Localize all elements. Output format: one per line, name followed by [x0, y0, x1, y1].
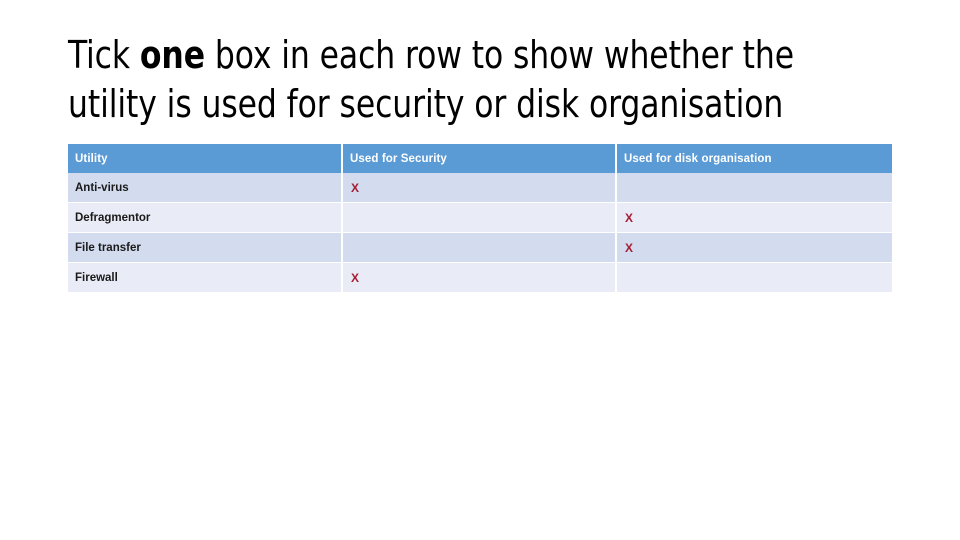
column-header-utility: Utility: [68, 144, 343, 173]
table-header: Utility Used for Security Used for disk …: [68, 144, 892, 173]
cell-utility-firewall: Firewall: [68, 262, 343, 293]
table-header-row: Utility Used for Security Used for disk …: [68, 144, 892, 173]
table-row: Anti-virus X: [68, 173, 892, 203]
title-emphasis-one: one: [139, 33, 205, 77]
cell-security-file-transfer[interactable]: [342, 232, 617, 263]
cell-disk-file-transfer[interactable]: X: [616, 232, 892, 263]
cell-disk-anti-virus[interactable]: [616, 173, 892, 203]
cell-disk-firewall[interactable]: [616, 262, 892, 293]
cell-utility-defragmentor: Defragmentor: [68, 202, 343, 233]
cell-security-firewall[interactable]: X: [342, 262, 617, 293]
cell-utility-anti-virus: Anti-virus: [68, 173, 343, 203]
utility-classification-table: Utility Used for Security Used for disk …: [68, 144, 892, 293]
column-header-used-for-disk-organisation: Used for disk organisation: [616, 144, 892, 173]
cell-security-anti-virus[interactable]: X: [342, 173, 617, 203]
table-body: Anti-virus X Defragmentor X File transfe…: [68, 173, 892, 293]
title-prefix: Tick: [68, 33, 140, 77]
page-title: Tick one box in each row to show whether…: [68, 31, 832, 129]
cell-security-defragmentor[interactable]: [342, 202, 617, 233]
table-row: Defragmentor X: [68, 202, 892, 233]
table-row: Firewall X: [68, 262, 892, 293]
column-header-used-for-security: Used for Security: [342, 144, 617, 173]
cell-disk-defragmentor[interactable]: X: [616, 202, 892, 233]
cell-utility-file-transfer: File transfer: [68, 232, 343, 263]
table-row: File transfer X: [68, 232, 892, 263]
title-suffix: box in each row to show whether the util…: [68, 33, 794, 126]
